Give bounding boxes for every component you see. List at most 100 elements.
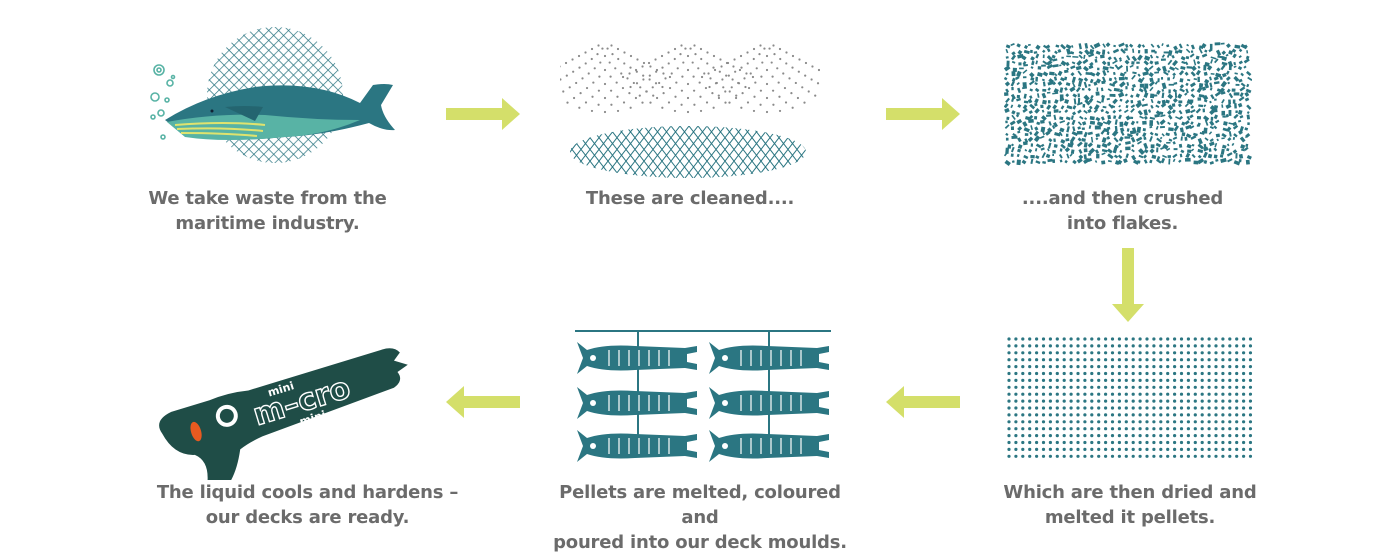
flake [1226,143,1230,147]
step-6-caption-line2: our decks are ready. [205,507,410,528]
pellet [1021,434,1025,438]
flake [1087,157,1093,163]
pellet [1166,447,1170,451]
flake [1142,132,1147,138]
flake [1240,148,1246,152]
pellet [1007,392,1011,396]
pellet [1159,378,1163,382]
flake [1119,81,1126,88]
flake [1004,103,1009,109]
flake [1060,77,1065,82]
arrow-left-2 [446,386,520,418]
pellet [1173,392,1177,396]
flake [1187,149,1192,153]
pellet [1041,371,1046,376]
flake [1017,104,1022,108]
flake [1016,159,1021,166]
pellet [1248,399,1252,403]
pellet [1055,378,1059,382]
flake [1141,98,1145,102]
pellet [1021,392,1025,396]
pellet [1028,385,1032,389]
arrow-right-icon [446,98,520,130]
pellet [1145,434,1149,438]
flake [1087,152,1092,157]
flake [1213,125,1218,130]
pellet [1048,434,1052,438]
pellet [1110,358,1115,362]
flake [1094,58,1098,63]
pellet [1021,454,1025,458]
flake [1149,125,1153,129]
deck-mould-icon [577,342,697,374]
flake [1198,47,1203,54]
flake [1190,50,1194,53]
flake [1119,121,1124,127]
flake [1143,154,1148,159]
pellet [1041,420,1046,424]
pellet [1007,344,1011,348]
flake [1011,135,1018,139]
flake [1142,120,1147,125]
pellet [1083,440,1087,445]
pellet [1097,378,1101,382]
flake [1004,81,1011,87]
flake [1190,109,1196,114]
flake [1215,49,1222,57]
pellet [1152,344,1156,348]
arrow-down-icon [1112,248,1144,322]
pellet [1166,392,1170,396]
flake [1186,66,1193,69]
flake [1221,61,1228,66]
flake [1246,83,1250,88]
flake [1168,138,1173,142]
pellet [1159,351,1163,355]
flake [1107,56,1112,61]
flake [1022,76,1027,79]
deck-mould-icon [577,430,697,462]
pellet [1131,365,1135,369]
flake [1209,76,1212,81]
flake [1186,99,1194,105]
pellet [1069,378,1073,382]
flake [1228,50,1233,55]
flake [1055,44,1060,48]
pellet [1138,454,1142,458]
flake [1112,98,1118,105]
pellet [1104,358,1108,362]
flake [1144,49,1148,54]
flake [1193,59,1197,66]
pellet [1076,413,1080,417]
flake [1100,87,1104,92]
pellet [1110,406,1115,410]
pellet [1048,447,1052,451]
pellet [1076,337,1080,341]
flake [1022,141,1028,146]
flake [1220,91,1226,95]
flake [1215,133,1221,138]
flake [1232,136,1236,141]
pellet [1062,434,1066,438]
pellet [1083,427,1087,431]
pellet [1007,454,1011,458]
flake [1213,108,1218,113]
flake [1054,99,1059,104]
flake [1052,159,1056,164]
flake [1237,109,1243,115]
flake [1036,72,1043,77]
flake [1119,127,1125,133]
flake [1149,131,1154,136]
pellet [1207,358,1211,362]
flake [1172,158,1176,163]
flake [1156,89,1161,95]
pellet [1117,447,1121,451]
pellet [1110,440,1115,445]
flake [1083,94,1090,102]
flake [1133,159,1140,165]
flake [1114,119,1118,125]
flake [1190,88,1195,93]
pellet [1083,385,1087,389]
pellet [1028,371,1032,376]
flake [1035,60,1039,65]
flake [1004,159,1011,166]
